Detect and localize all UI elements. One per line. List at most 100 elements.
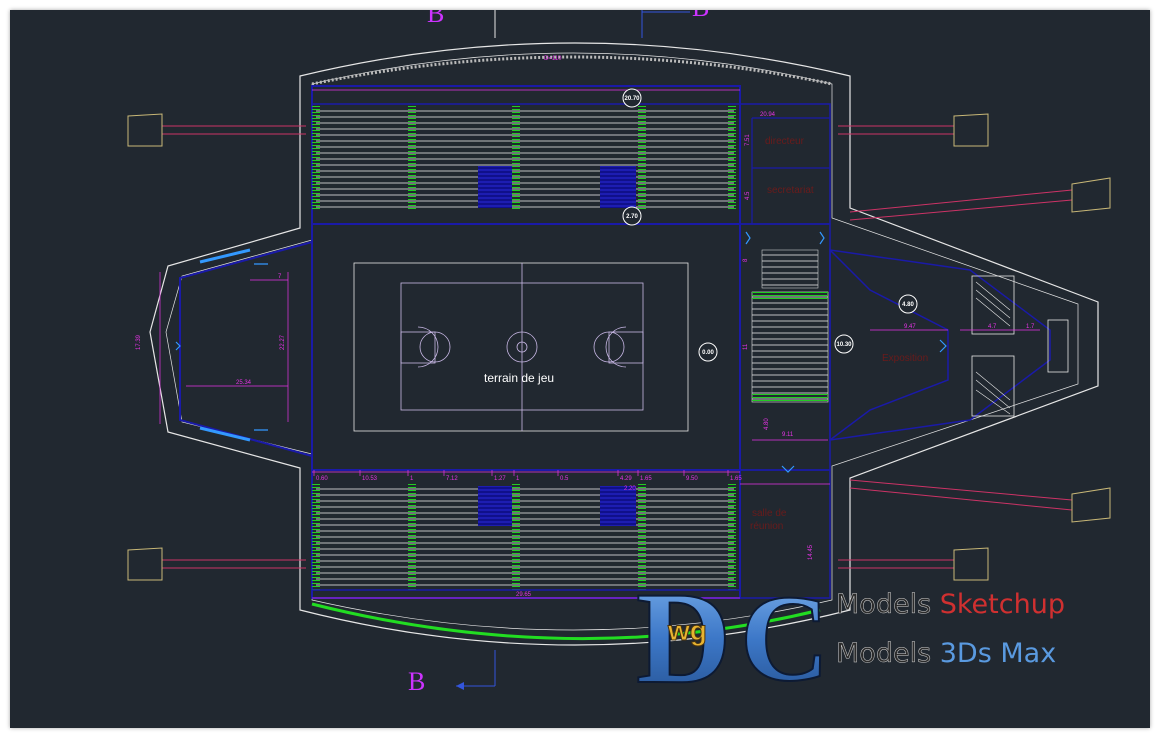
dim-chain-label: 10.53: [362, 476, 378, 482]
title-strip: [370, 722, 840, 728]
dim-office-h3: 4.5: [745, 191, 751, 200]
dim-mid-left: 8: [743, 258, 749, 262]
top-aisle-4: [638, 106, 646, 210]
dim-bottom-mid: 2.20: [624, 486, 636, 492]
dim-chain-label: 0.5: [560, 476, 569, 482]
room-directeur: directeur: [765, 136, 805, 147]
bottom-aisle-2: [408, 484, 416, 590]
mark-stair-hall: 10.30: [836, 342, 852, 348]
bottom-stand-seats: [316, 484, 734, 590]
dimension-lines: D=110 29.65 2.20: [312, 56, 740, 599]
court-label: terrain de jeu: [484, 371, 554, 385]
logo-line2: Models 3Ds Max: [836, 638, 1056, 669]
key-left: [400, 331, 436, 364]
stairs-exposition: Exposition 9.47 9.11 4.80 11 8: [739, 223, 1051, 471]
dim-chain-label: 1.65: [730, 476, 742, 482]
dim-office-h1: 7.51: [745, 134, 751, 146]
building-inner-outline: [165, 52, 1079, 631]
dim-chain-label: 9.50: [686, 476, 698, 482]
room-exposition: Exposition: [882, 353, 928, 364]
site-links: [127, 113, 1111, 581]
building-outline: [149, 42, 1099, 646]
marker-e1: [1071, 177, 1111, 213]
mark-expo: 4.80: [902, 302, 914, 308]
logo-line2-prefix: Models: [836, 638, 931, 669]
room-reunion-line1: salle de: [752, 508, 787, 519]
bottom-curve-green: [311, 602, 821, 641]
dim-left-width: 25.34: [236, 380, 252, 386]
center-circle: [506, 331, 538, 363]
cad-drawing-canvas[interactable]: B B: [10, 10, 1150, 728]
left-annex: 17.39 22.27 25.34 7: [136, 241, 313, 457]
marker-ne: [953, 113, 989, 147]
dim-stair-w: 9.11: [782, 432, 794, 438]
marker-se: [953, 547, 989, 581]
dim-left-small: 7: [278, 274, 282, 280]
right-wing-rooms: 4.7 1.7: [960, 275, 1069, 417]
dim-chain-label: 7.12: [446, 476, 458, 482]
dim-left-height: 17.39: [136, 334, 142, 350]
marker-e2: [1071, 487, 1111, 523]
top-section-marks: B B: [427, 10, 709, 38]
top-vomitory-2: [600, 166, 636, 208]
dim-office-width: 20.94: [760, 112, 776, 118]
logo-monogram-d: D: [636, 564, 731, 711]
logo-line1-prefix: Models: [836, 589, 931, 620]
dim-left-inner: 22.27: [280, 334, 286, 350]
key-right: [608, 331, 644, 364]
top-aisle-3: [512, 106, 520, 210]
floor-plan: B B: [127, 10, 1111, 728]
bottom-stand: [312, 484, 740, 591]
dim-expo-w: 9.47: [904, 324, 916, 330]
bottom-aisle-1: [312, 484, 320, 590]
mark-bottom-top-stand: 2.70: [626, 214, 638, 220]
room-secretariat: secretariat: [767, 185, 814, 196]
top-aisle-5: [728, 106, 736, 210]
section-mark-top-right: B: [692, 10, 709, 22]
room-reunion-line2: réunion: [750, 521, 783, 532]
marker-sw: [127, 547, 163, 581]
bottom-section-mark: B: [408, 650, 496, 696]
bottom-aisle-5: [728, 484, 736, 590]
dim-mid-right: 11: [743, 343, 749, 350]
reunion-room: salle de réunion 14.45: [739, 465, 831, 599]
court-boundary: [353, 262, 689, 432]
three-pt-right: [605, 326, 627, 368]
top-aisle-1: [312, 106, 320, 210]
top-stand-seats: [316, 106, 734, 210]
three-pt-left: [417, 326, 439, 368]
bottom-vomitory-1: [478, 486, 512, 526]
center-dot: [516, 341, 528, 353]
basketball-court: terrain de jeu: [353, 262, 689, 432]
section-mark-bottom: B: [408, 667, 425, 696]
dim-stair-h: 4.80: [764, 418, 770, 430]
dim-top-span: D=110: [544, 56, 562, 62]
ft-circle-right: [593, 331, 625, 363]
top-roof-curve: [311, 55, 833, 86]
bottom-aisle-3: [512, 484, 520, 590]
dim-right-b: 1.7: [1026, 324, 1035, 330]
top-aisle-2: [408, 106, 416, 210]
mark-top-stand: 20.70: [624, 96, 640, 102]
dim-chain-label: 0.60: [316, 476, 328, 482]
section-mark-top-left: B: [427, 10, 444, 28]
marker-nw: [127, 113, 163, 147]
top-vomitory-1: [478, 166, 512, 208]
ft-circle-left: [419, 331, 451, 363]
watermark-logo: D C wg Models Sketchup Models 3Ds Max: [635, 563, 1065, 712]
dim-chain-label: 1: [410, 476, 414, 482]
right-offices: directeur secretariat 20.94 7.51 4.5: [739, 103, 831, 225]
dim-chain-label: 1.27: [494, 476, 506, 482]
logo-line1: Models Sketchup: [836, 589, 1065, 620]
logo-monogram-c: C: [740, 570, 830, 707]
top-stand: [312, 103, 740, 210]
dim-right-a: 4.7: [988, 324, 997, 330]
bottom-aisle-4: [638, 484, 646, 590]
dim-chain-label: 1: [516, 476, 520, 482]
dim-chain-label: 1.65: [640, 476, 652, 482]
logo-line2-suffix: 3Ds Max: [940, 638, 1056, 669]
logo-badge-wg: wg: [667, 615, 707, 646]
elevation-marks: 20.70 2.70 0.00 10.30 4.80: [622, 88, 918, 362]
dim-bottom-right-v: 14.45: [808, 544, 814, 560]
